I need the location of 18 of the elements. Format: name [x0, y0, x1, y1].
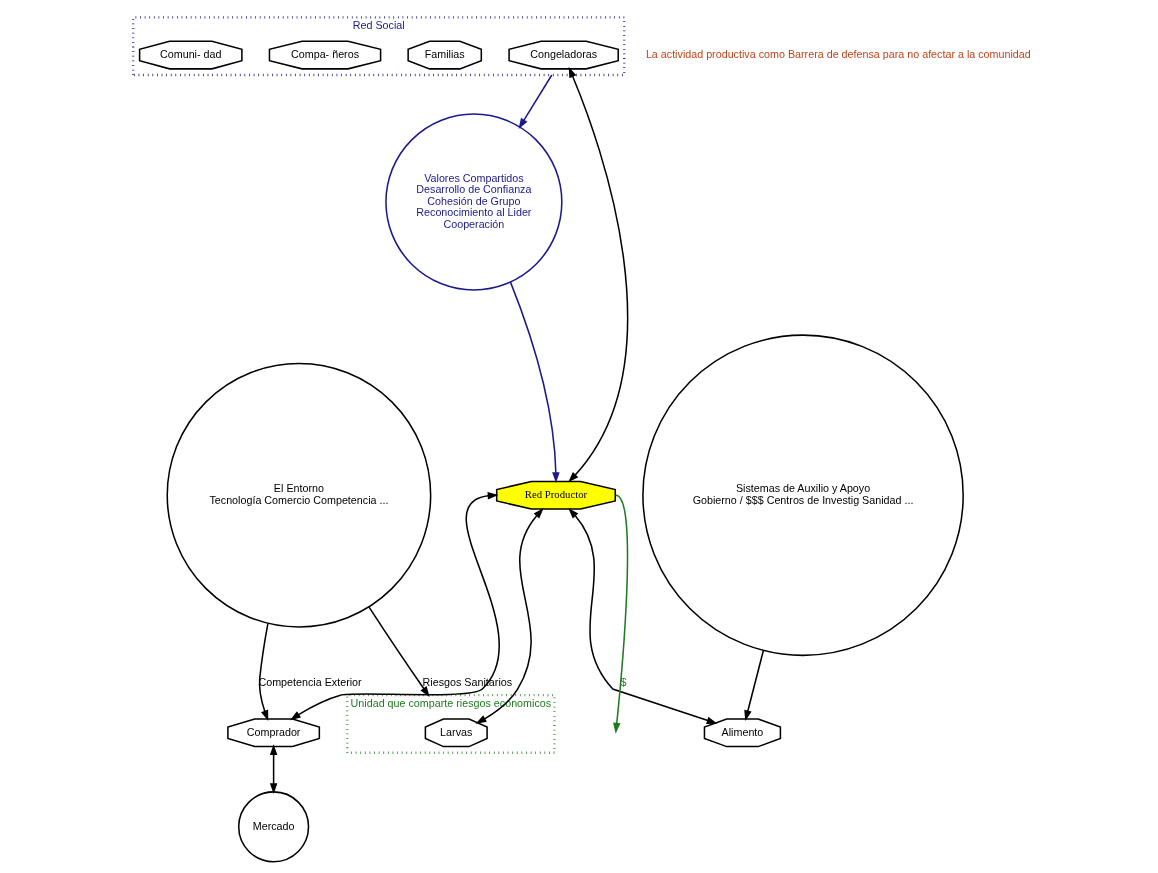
- arrow: [613, 494, 629, 734]
- node-circle: Sistemas de Auxilio y Apoyo Gobierno / $$$ Centros de Investig Sanidad ...: [642, 334, 964, 657]
- arrow: [368, 606, 430, 698]
- arrow: [289, 491, 500, 721]
- node-circle: Valores Compartidos Desarrollo de Confianza Cohesión de Grupo Reconocimiento al Lider Cooperación: [385, 113, 563, 291]
- node-circle: Mercado: [237, 791, 310, 863]
- arrow: [269, 744, 278, 794]
- arrow: [568, 66, 628, 483]
- arrow: [475, 508, 544, 724]
- edge-label: $: [620, 676, 627, 689]
- arrow: [258, 622, 269, 721]
- arrow: [744, 649, 765, 722]
- arrow: [568, 508, 718, 724]
- edge-label: Competencia Exterior: [258, 676, 362, 689]
- label: La actividad productiva como Barrera de defensa para no afectar a la comunidad: [645, 47, 1031, 60]
- arrow: [518, 74, 553, 129]
- arrow: [509, 281, 560, 483]
- node-circle: El Entorno Tecnología Comercio Competencia ...: [166, 362, 432, 628]
